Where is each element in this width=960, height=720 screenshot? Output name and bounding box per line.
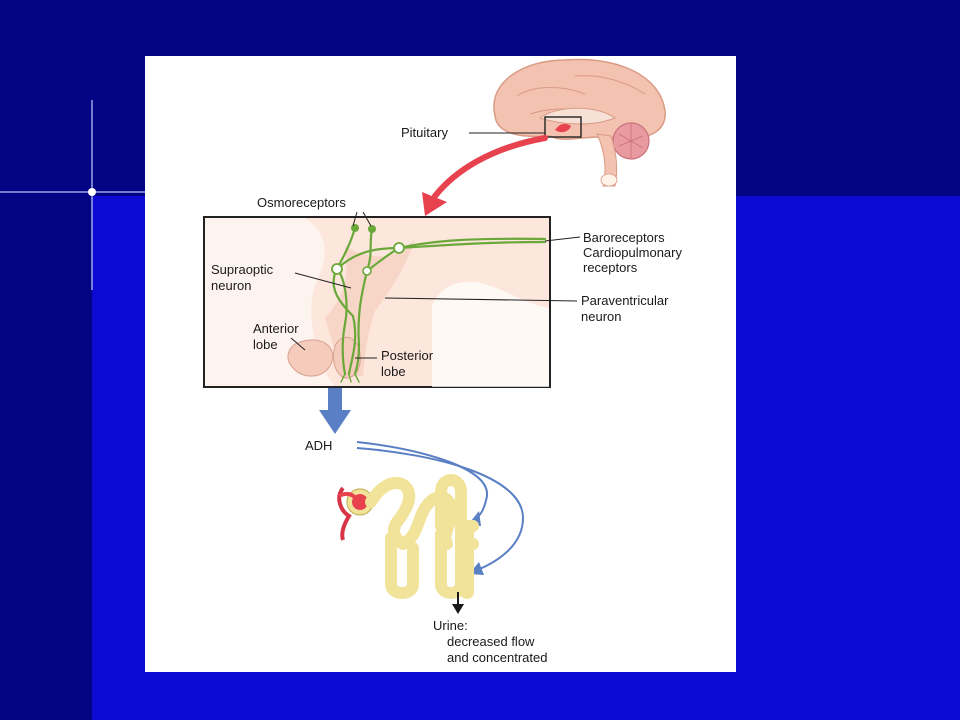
osmoreceptor-node-left [351, 224, 359, 232]
paraventricular-nucleus [393, 242, 405, 254]
adh-flow-arrows [356, 441, 525, 572]
left-dark-band [0, 0, 92, 720]
blue-down-arrow-icon [319, 388, 351, 434]
leader-lines [290, 211, 581, 359]
adh-regulation-diagram: Pituitary Osmo [203, 58, 682, 665]
label-urine-line2: decreased flow [447, 634, 535, 649]
label-supraoptic-line1: Supraoptic [211, 262, 274, 277]
figure-panel: Pituitary Osmo [145, 56, 736, 672]
label-paraventricular-line1: Paraventricular [581, 293, 669, 308]
label-supraoptic-line2: neuron [211, 278, 251, 293]
label-posterior-line1: Posterior [381, 348, 434, 363]
label-osmoreceptors: Osmoreceptors [257, 195, 346, 210]
hypothalamus-panel [203, 216, 551, 388]
nephron-illustration [337, 474, 479, 599]
label-posterior-line2: lobe [381, 364, 406, 379]
pituitary-highlight-box [544, 116, 582, 138]
label-urine-line1: Urine: [433, 618, 468, 633]
anterior-lobe-shape [287, 339, 334, 377]
supraoptic-nucleus [331, 263, 343, 275]
label-adh: ADH [305, 438, 332, 453]
label-pituitary: Pituitary [401, 125, 448, 140]
label-anterior-line1: Anterior [253, 321, 299, 336]
down-arrow-icon [452, 604, 464, 614]
label-baroreceptors-line3: receptors [583, 260, 638, 275]
label-baroreceptors-line2: Cardiopulmonary [583, 245, 682, 260]
label-anterior-line2: lobe [253, 337, 278, 352]
label-paraventricular-line2: neuron [581, 309, 621, 324]
label-urine-line3: and concentrated [447, 650, 547, 665]
sparkle-icon [0, 100, 150, 290]
osmoreceptor-node-right [368, 225, 376, 233]
red-arrow-icon [422, 135, 548, 216]
brain-illustration [493, 58, 666, 187]
brainstem [596, 133, 618, 187]
label-baroreceptors-line1: Baroreceptors [583, 230, 665, 245]
